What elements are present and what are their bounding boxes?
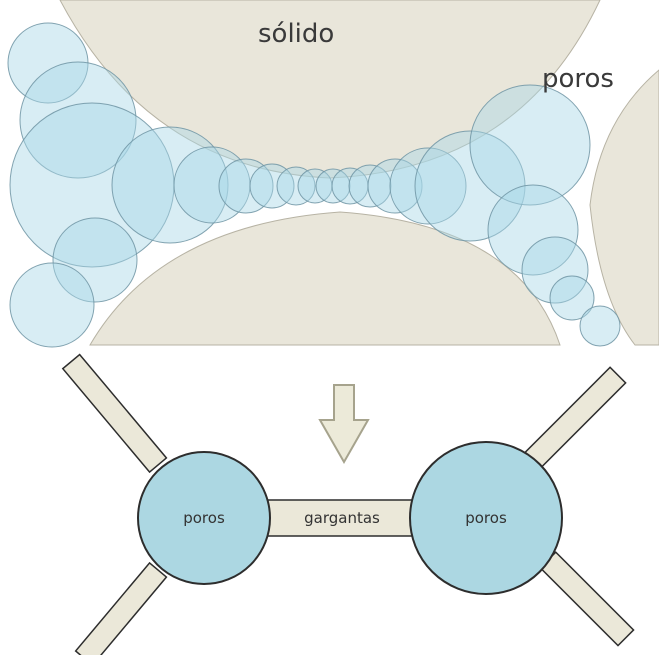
solid-label: sólido <box>258 19 334 49</box>
right-pore-label: poros <box>465 509 507 527</box>
pore-sphere <box>10 263 94 347</box>
left-pore-label: poros <box>183 509 225 527</box>
throat-lower-left <box>76 563 167 655</box>
throat-upper-left <box>63 355 167 473</box>
right-solid-grain <box>590 70 659 345</box>
throats-label: gargantas <box>304 509 380 527</box>
upper-panel: sólido poros <box>8 0 659 347</box>
pores-label: poros <box>542 64 614 94</box>
throat-upper-right <box>525 367 625 467</box>
throat-lower-right <box>540 552 633 645</box>
down-arrow <box>320 385 368 462</box>
pore-sphere <box>580 306 620 346</box>
